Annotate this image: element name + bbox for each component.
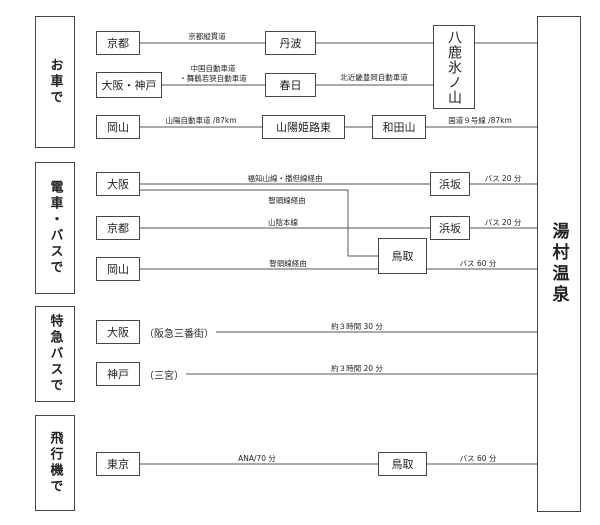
express-osaka-time: 約３時間 30 分 [331,322,383,331]
kobe-express-stop-note: （三宮） [142,367,186,382]
origin-osaka-kobe-car: 大阪・神戸 [96,72,162,98]
origin-osaka-train: 大阪 [96,172,140,196]
route-label-bus-2: バス 20 分 [484,218,522,227]
stop-tanba: 丹波 [265,31,316,55]
destination-label: 湯村温泉 [548,222,569,306]
stop-wadayama: 和田山 [372,115,426,139]
route-label-kitakinki: 北近畿豊岡自動車道 [340,73,408,82]
category-express-bus-label: 特急バスで [47,314,63,394]
route-label-sanyo: 山陽自動車道 /87km [165,116,237,125]
stop-hamasaka-2: 浜坂 [430,216,470,240]
category-car: お車で [35,16,75,148]
route-label-route9: 国道９号線 /87km [448,116,512,125]
stop-hachika: 八鹿氷ノ山 [433,25,475,109]
route-label-kyoto-jukan: 京都縦貫道 [188,32,226,41]
stop-hachika-label: 八鹿氷ノ山 [446,29,462,105]
category-plane-label: 飛行機で [47,431,63,495]
route-label-sanin: 山陰本線 [268,218,298,227]
route-label-bus-3: バス 60 分 [459,259,497,268]
route-label-maizuru: ・舞鶴若狭自動車道 [179,74,247,83]
osaka-express-stop-note: （阪急三番街） [142,325,216,340]
category-train-bus: 電車・バスで [35,162,75,294]
route-label-chizu-1: 智頭線経由 [268,196,306,205]
route-label-fukuchiyama: 福知山線・播但線経由 [247,174,323,183]
origin-kyoto-train: 京都 [96,216,140,240]
origin-tokyo-plane: 東京 [96,452,140,476]
stop-tottori-train: 鳥取 [378,238,427,274]
stop-himeji-east: 山陽姫路東 [262,115,345,139]
origin-osaka-express: 大阪 [96,320,140,344]
line-osaka-chizu-branch [140,189,378,257]
category-plane: 飛行機で [35,415,75,511]
destination-box: 湯村温泉 [537,16,581,512]
route-label-ana: ANA/70 分 [238,454,276,463]
route-label-chugoku: 中国自動車道 [190,64,236,73]
category-train-bus-label: 電車・バスで [47,180,63,276]
origin-okayama-train: 岡山 [96,257,140,281]
route-label-plane-bus: バス 60 分 [459,454,497,463]
origin-okayama-car: 岡山 [96,115,140,139]
origin-kyoto-car: 京都 [96,31,140,55]
stop-tottori-plane: 鳥取 [378,452,427,476]
origin-kobe-express: 神戸 [96,362,140,386]
route-label-chizu-2: 智頭線経由 [269,259,307,268]
category-car-label: お車で [47,58,63,106]
express-kobe-time: 約３時間 20 分 [331,364,383,373]
stop-hamasaka-1: 浜坂 [430,172,470,196]
category-express-bus: 特急バスで [35,306,75,402]
route-label-bus-1: バス 20 分 [484,174,522,183]
stop-kasuga: 春日 [265,73,316,97]
